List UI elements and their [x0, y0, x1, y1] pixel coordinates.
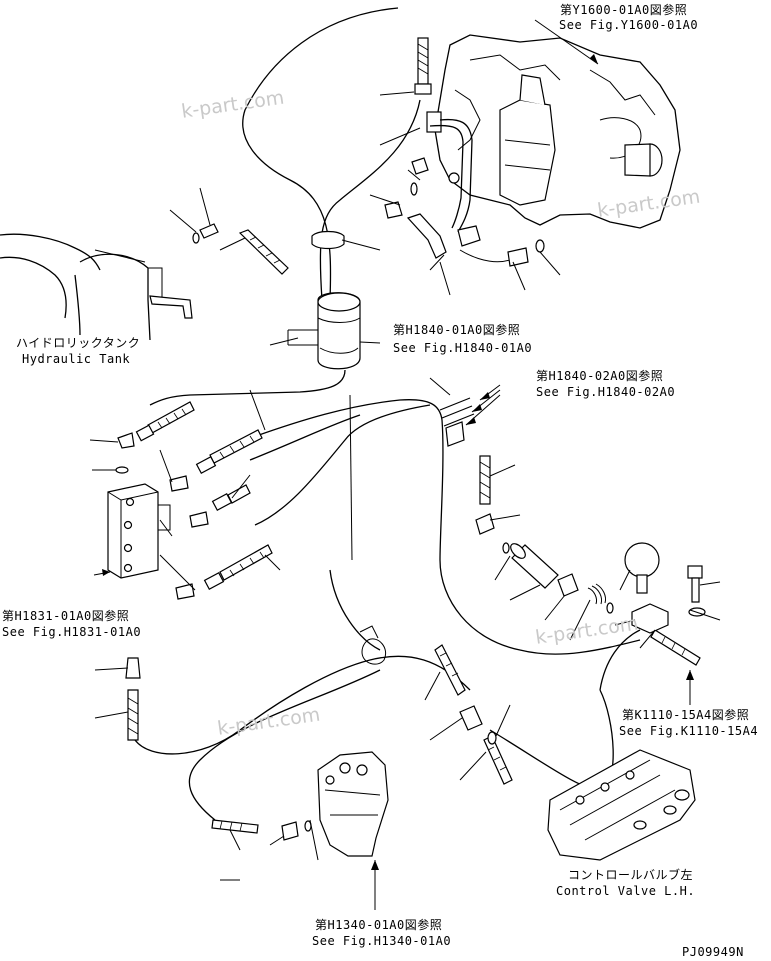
- control-valve-label-jp: コントロールバルブ左: [568, 868, 694, 882]
- return-filter: [287, 230, 361, 370]
- distribution-block: [107, 483, 171, 579]
- control-valve-lh: [547, 749, 696, 861]
- ref-h1831-en: See Fig.H1831-01A0: [2, 625, 142, 639]
- drawing-code: PJ09949N: [682, 945, 744, 959]
- fittings: [115, 157, 706, 841]
- control-valve-label-en: Control Valve L.H.: [556, 884, 696, 898]
- ref-h1840-02-en: See Fig.H1840-02A0: [536, 385, 676, 399]
- ref-h1840-01-en: See Fig.H1840-01A0: [393, 341, 533, 355]
- ref-h1840-02-jp: 第H1840-02A0図参照: [536, 369, 664, 383]
- ref-h1840-01-jp: 第H1840-01A0図参照: [393, 323, 521, 337]
- hydraulic-tank-label-en: Hydraulic Tank: [22, 352, 131, 366]
- transmission-pump-assembly: [426, 34, 681, 229]
- ref-k1110-en: See Fig.K1110-15A4: [619, 724, 759, 738]
- hose-assemblies: [127, 37, 701, 834]
- hydraulic-tank-label-jp: ハイドロリックタンク: [16, 336, 141, 350]
- steering-pump: [317, 751, 389, 857]
- ref-h1340-en: See Fig.H1340-01A0: [312, 934, 452, 948]
- ref-h1340-jp: 第H1340-01A0図参照: [315, 918, 443, 932]
- ref-h1831-jp: 第H1831-01A0図参照: [2, 609, 130, 623]
- pipe-lines: [134, 7, 641, 821]
- ref-y1600-jp: 第Y1600-01A0図参照: [560, 3, 688, 17]
- ref-y1600-en: See Fig.Y1600-01A0: [559, 18, 699, 32]
- leader-lines: [89, 19, 721, 910]
- hydraulic-tank: [0, 233, 193, 341]
- ref-k1110-jp: 第K1110-15A4図参照: [622, 708, 750, 722]
